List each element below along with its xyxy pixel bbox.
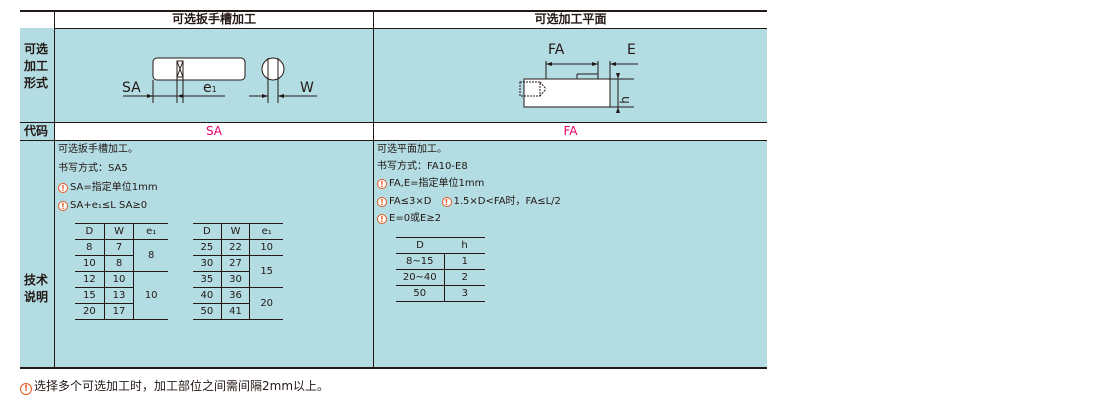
right-desc-line2: 书写方式：FA10-E8	[377, 161, 468, 172]
code-left: SA	[55, 123, 373, 140]
header-col1: 可选扳手槽加工	[55, 10, 373, 28]
desc-row-label: 技术 说明	[20, 141, 55, 368]
table-cell: 35	[193, 271, 222, 288]
left-desc-line3-text: SA=指定单位1mm	[70, 182, 158, 193]
right-desc-line5: !E=0或E≥2	[377, 212, 441, 225]
table-cell: 20	[75, 303, 105, 320]
h-dim-label: h	[617, 96, 632, 104]
form-row-label: 可选 加工 形式	[20, 28, 55, 122]
table-cell: 20	[249, 287, 283, 320]
w-dim-label: W	[300, 80, 314, 96]
table-cell: 3	[461, 287, 468, 299]
form-label-line2: 加工	[24, 59, 49, 73]
table-cell: 30	[193, 255, 222, 272]
left-desc-line2: 书写方式：SA5	[58, 163, 128, 174]
right-desc-line4a-text: FA≤3×D	[389, 196, 432, 207]
table-cell: 8	[148, 249, 155, 261]
table-cell: 40	[193, 287, 222, 304]
flat-face-diagram	[519, 61, 638, 113]
right-desc-line3-text: FA,E=指定单位1mm	[389, 178, 485, 189]
e1-sub: 1	[211, 85, 217, 94]
table-cell: 20~40	[396, 269, 445, 286]
warning-icon: !	[20, 383, 32, 395]
right-desc-line4: !FA≤3×D!1.5×D<FA时，FA≤L/2	[377, 195, 561, 208]
table-cell: 10	[133, 271, 168, 320]
table-cell: 10	[104, 271, 135, 288]
table-header: h	[461, 239, 468, 251]
table-cell: 10	[75, 255, 105, 272]
table-bottom-border	[20, 367, 767, 369]
left-desc-line4: !SA+e₁≤L SA≥0	[58, 199, 147, 212]
table-cell: 25	[193, 239, 222, 256]
table-cell: 1	[461, 255, 468, 267]
table-cell: 2	[461, 271, 468, 283]
left-desc-line1: 可选扳手槽加工。	[58, 144, 138, 155]
middle-column-line	[373, 10, 374, 368]
table-cell: 8	[104, 255, 135, 272]
table-cell: 12	[75, 271, 105, 288]
warning-icon: !	[377, 179, 387, 189]
desc-label-line2: 说明	[24, 290, 49, 304]
code-row-label: 代码	[20, 123, 55, 140]
table-header: W	[221, 223, 251, 240]
flat-depth-table: D h 8~15 1 20~40 2 50 3	[396, 237, 485, 302]
table-cell: 50	[193, 303, 222, 320]
fa-dim-label: FA	[548, 42, 565, 58]
footnote-text: 选择多个可选加工时，加工部位之间需间隔2mm以上。	[34, 379, 330, 393]
footnote: !选择多个可选加工时，加工部位之间需间隔2mm以上。	[20, 378, 329, 395]
sa-dim-label: SA	[122, 80, 141, 96]
table-cell: 8~15	[396, 253, 445, 270]
form-label-line3: 形式	[24, 76, 49, 90]
table-cell: 30	[221, 271, 251, 288]
table-header: e₁	[146, 225, 157, 237]
table-cell: 22	[221, 239, 251, 256]
warning-icon: !	[377, 197, 387, 207]
left-desc-line4-text: SA+e₁≤L SA≥0	[70, 200, 148, 211]
header-bottom-line	[55, 28, 767, 29]
table-cell: 8	[75, 239, 105, 256]
warning-icon: !	[58, 183, 68, 193]
table-header: e₁	[261, 225, 272, 237]
right-desc-line3: !FA,E=指定单位1mm	[377, 177, 484, 190]
table-cell: 27	[221, 255, 251, 272]
table-header: W	[104, 223, 135, 240]
table-cell: 15	[75, 287, 105, 304]
warning-icon: !	[441, 197, 452, 207]
table-header: D	[193, 223, 222, 240]
e-dim-label: E	[627, 42, 636, 58]
form-label-line1: 可选	[24, 42, 49, 56]
left-desc-line3: !SA=指定单位1mm	[58, 181, 158, 194]
table-cell: 36	[221, 287, 251, 304]
table-header: D	[75, 223, 105, 240]
table-cell: 50	[396, 285, 445, 302]
header-col2: 可选加工平面	[374, 10, 767, 28]
right-desc-line4b-text: 1.5×D<FA时，FA≤L/2	[453, 196, 561, 207]
form-bottom-line	[20, 122, 767, 123]
table-top-border	[20, 10, 767, 12]
e1-dim-label: e1	[203, 80, 217, 98]
label-column-line	[54, 10, 55, 368]
table-cell: 17	[104, 303, 135, 320]
desc-label-line1: 技术	[24, 273, 49, 287]
warning-icon: !	[377, 214, 387, 224]
right-desc-line5-text: E=0或E≥2	[389, 213, 442, 224]
table-cell: 7	[104, 239, 135, 256]
table-cell: 15	[249, 255, 283, 288]
e1-text: e	[203, 80, 212, 96]
code-bottom-line	[20, 140, 767, 141]
warning-icon: !	[58, 201, 68, 211]
wrench-flat-diagram	[123, 57, 317, 103]
table-cell: 41	[221, 303, 251, 320]
table-cell: 13	[104, 287, 135, 304]
table-header: D	[416, 239, 424, 251]
code-right: FA	[374, 123, 767, 140]
table-cell: 10	[260, 241, 274, 253]
right-desc-line1: 可选平面加工。	[377, 144, 447, 155]
